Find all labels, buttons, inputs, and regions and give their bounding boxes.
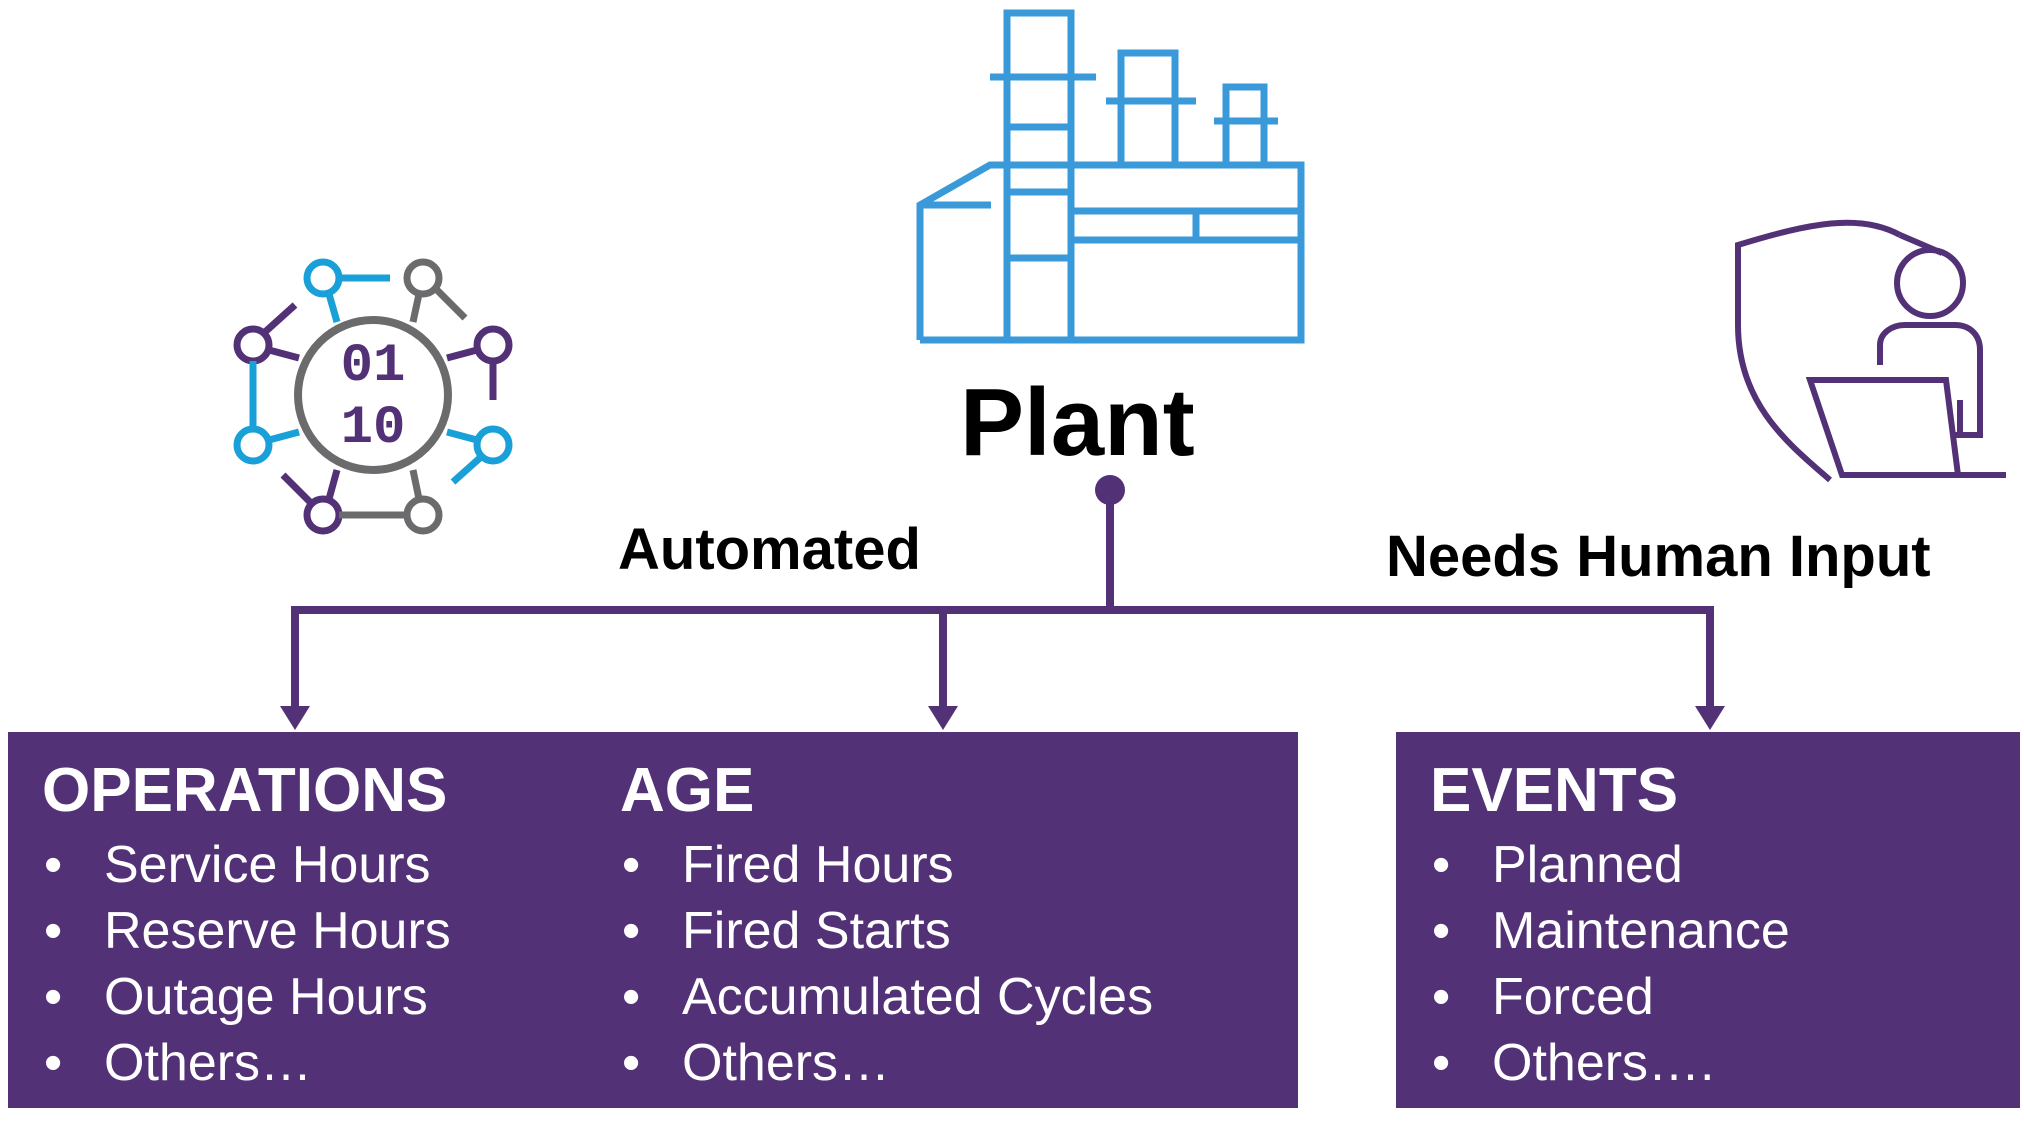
- events-box: EVENTS •Planned •Maintenance •Forced •Ot…: [1396, 732, 2020, 1108]
- needs-human-input-label: Needs Human Input: [1386, 524, 1931, 589]
- user-with-laptop-shield-icon: [1735, 219, 2006, 483]
- bullet: •: [44, 836, 63, 894]
- bullet: •: [1432, 836, 1451, 894]
- events-column: EVENTS •Planned •Maintenance •Forced •Ot…: [1430, 732, 1790, 1096]
- operations-arrow: [280, 706, 310, 730]
- age-arrow: [928, 706, 958, 730]
- bullet: •: [44, 902, 63, 960]
- age-list: •Fired Hours •Fired Starts •Accumulated …: [620, 832, 1153, 1096]
- list-item: •Reserve Hours: [42, 898, 451, 964]
- bullet: •: [1432, 902, 1451, 960]
- automated-label: Automated: [618, 517, 921, 582]
- events-title: EVENTS: [1430, 756, 1679, 825]
- list-item: •Service Hours: [42, 832, 451, 898]
- factory-icon: [916, 9, 1305, 344]
- bullet: •: [622, 902, 641, 960]
- list-item: •Outage Hours: [42, 964, 451, 1030]
- plant-title: Plant: [960, 369, 1195, 476]
- list-item: •Planned: [1430, 832, 1790, 898]
- bullet: •: [622, 1034, 641, 1092]
- bullet: •: [622, 968, 641, 1026]
- binary-digits-top: 01: [341, 336, 406, 397]
- operations-column: OPERATIONS •Service Hours •Reserve Hours…: [42, 732, 451, 1096]
- binary-digits-bottom: 10: [341, 398, 406, 459]
- automated-metrics-box: OPERATIONS •Service Hours •Reserve Hours…: [8, 732, 1298, 1108]
- list-item: •Others…: [42, 1030, 451, 1096]
- events-list: •Planned •Maintenance •Forced •Others….: [1430, 832, 1790, 1096]
- age-title: AGE: [620, 756, 755, 825]
- bullet: •: [622, 836, 641, 894]
- bullet: •: [44, 1034, 63, 1092]
- binary-data-network-icon: 01 10: [233, 258, 513, 535]
- bullet: •: [1432, 968, 1451, 1026]
- list-item: •Others….: [1430, 1030, 1790, 1096]
- events-arrow: [1695, 706, 1725, 730]
- age-column: AGE •Fired Hours •Fired Starts •Accumula…: [620, 732, 1153, 1096]
- list-item: •Maintenance: [1430, 898, 1790, 964]
- list-item: •Fired Hours: [620, 832, 1153, 898]
- list-item: •Accumulated Cycles: [620, 964, 1153, 1030]
- bullet: •: [1432, 1034, 1451, 1092]
- operations-title: OPERATIONS: [42, 756, 448, 825]
- operations-list: •Service Hours •Reserve Hours •Outage Ho…: [42, 832, 451, 1096]
- list-item: •Fired Starts: [620, 898, 1153, 964]
- list-item: •Forced: [1430, 964, 1790, 1030]
- list-item: •Others…: [620, 1030, 1153, 1096]
- bullet: •: [44, 968, 63, 1026]
